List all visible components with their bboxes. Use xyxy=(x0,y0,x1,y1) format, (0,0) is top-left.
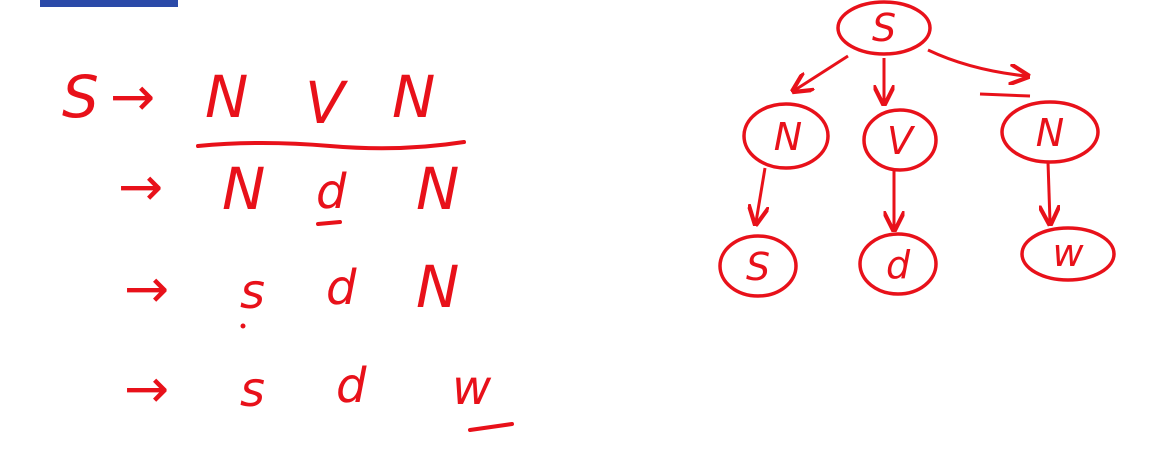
tree-node-label: N xyxy=(774,115,802,159)
symbol-underline xyxy=(468,422,514,432)
symbol-dot xyxy=(240,323,246,329)
top-bar-fragment xyxy=(40,0,178,7)
tree-node xyxy=(1000,100,1100,164)
tree-node-label: d xyxy=(886,243,911,287)
row-underline xyxy=(196,140,466,151)
derivation-symbol: N xyxy=(416,253,460,321)
tree-edge xyxy=(979,92,1031,98)
tree-node xyxy=(836,0,932,56)
derivation-symbol: s xyxy=(240,264,266,320)
tree-node-label: w xyxy=(1052,231,1084,275)
derivation-symbol: V xyxy=(305,69,345,137)
derivation-arrow: → xyxy=(124,357,170,420)
tree-node-label: V xyxy=(887,119,916,163)
tree-node xyxy=(718,234,798,298)
derivation-symbol: d xyxy=(336,358,367,414)
derivation-symbol: N xyxy=(392,63,436,131)
tree-node-label: N xyxy=(1036,111,1064,155)
tree-node xyxy=(742,102,830,170)
tree-node xyxy=(862,108,938,172)
derivation-symbol: N xyxy=(222,155,266,223)
derivation-arrow: → xyxy=(124,257,170,320)
tree-edge xyxy=(927,48,1026,76)
tree-node xyxy=(1020,226,1116,282)
derivation-symbol: N xyxy=(416,155,460,223)
derivation-symbol: d xyxy=(326,260,357,316)
start-symbol: S xyxy=(62,63,99,131)
derivation-symbol: s xyxy=(240,362,266,418)
tree-node-label: S xyxy=(746,245,770,289)
derivation-symbol: w xyxy=(452,360,492,416)
derivation-arrow: → xyxy=(110,65,156,128)
symbol-underline xyxy=(316,220,342,226)
tree-edge xyxy=(756,167,765,222)
tree-node-label: S xyxy=(872,6,896,50)
derivation-symbol: d xyxy=(316,164,347,220)
tree-node xyxy=(858,232,938,296)
derivation-symbol: N xyxy=(205,63,249,131)
tree-edge xyxy=(1048,161,1050,222)
tree-edge xyxy=(795,54,849,90)
parse-tree: S N V N S d w xyxy=(718,0,1116,298)
derivation-arrow: → xyxy=(118,155,164,218)
